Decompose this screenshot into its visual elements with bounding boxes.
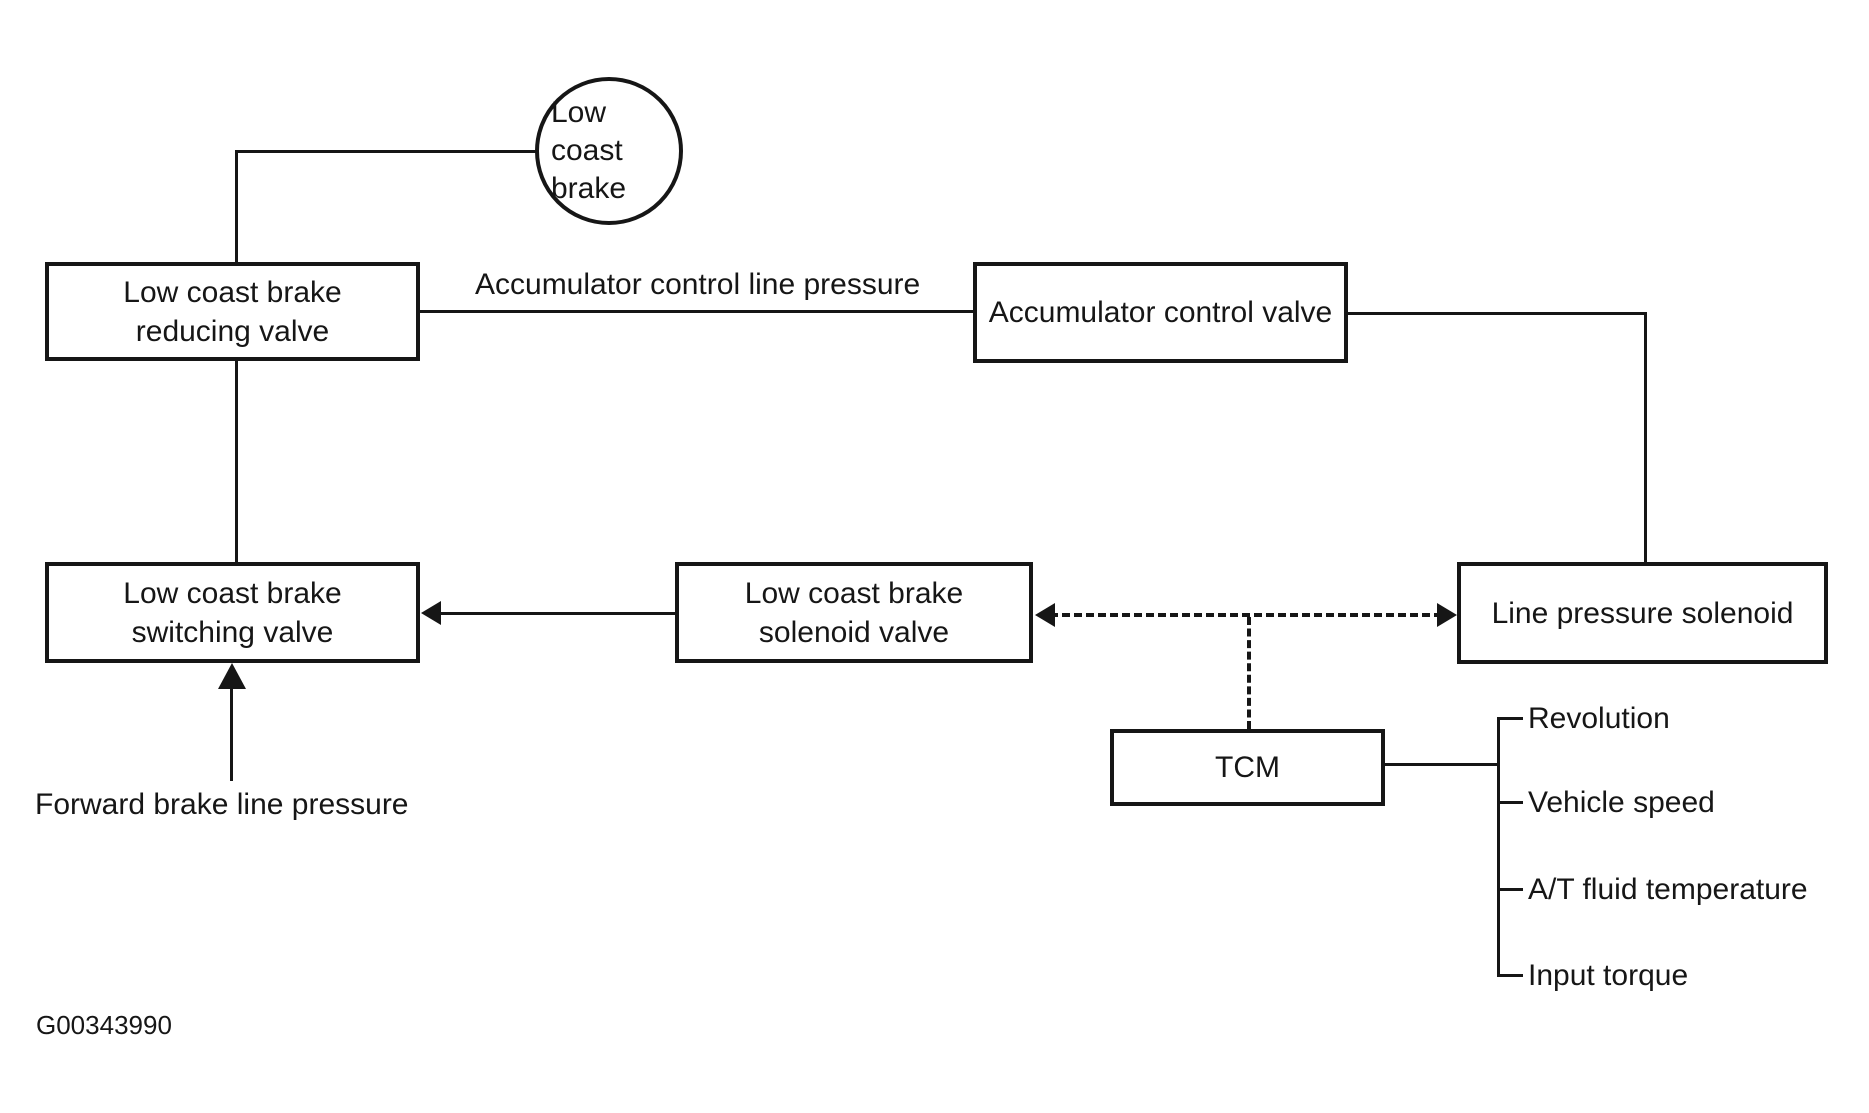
- connector-corner-to-reducing-valve: [235, 150, 238, 264]
- tcm-input-revolution: Revolution: [1528, 702, 1670, 735]
- node-low-coast-brake-label: Low coast brake: [551, 96, 627, 205]
- node-line-pressure-solenoid-label: Line pressure solenoid: [1491, 596, 1794, 630]
- node-line-pressure-solenoid: Line pressure solenoid: [1457, 562, 1828, 664]
- node-accumulator-control-valve: Accumulator control valve: [973, 262, 1348, 363]
- connector-reducing-to-switching-valve: [235, 359, 238, 564]
- dashed-arrowhead-left-icon: [1035, 603, 1055, 627]
- node-tcm-label: TCM: [1215, 751, 1280, 784]
- connector-down-to-line-pressure-solenoid: [1644, 312, 1647, 564]
- dashed-connector-solenoids: [1050, 613, 1442, 617]
- tick-revolution: [1497, 717, 1523, 720]
- node-switching-valve: Low coast brake switching valve: [45, 562, 420, 663]
- tcm-input-bracket: [1497, 717, 1500, 977]
- node-tcm: TCM: [1110, 729, 1385, 806]
- connector-accumulator-valve-right: [1346, 312, 1647, 315]
- figure-id: G00343990: [36, 1010, 172, 1040]
- arrowhead-up-icon: [218, 663, 246, 689]
- connector-circle-to-corner: [236, 150, 537, 153]
- node-accumulator-control-valve-label: Accumulator control valve: [988, 296, 1333, 329]
- tcm-input-input-torque: Input torque: [1528, 959, 1689, 992]
- tcm-input-vehicle-speed: Vehicle speed: [1528, 786, 1715, 819]
- tick-input-torque: [1497, 974, 1523, 977]
- arrowhead-left-icon: [421, 601, 441, 625]
- tick-at-fluid-temperature: [1497, 888, 1523, 891]
- tcm-input-at-fluid-temperature: A/T fluid temperature: [1528, 873, 1808, 906]
- dashed-connector-tcm: [1247, 617, 1251, 729]
- node-switching-valve-label: Low coast brake switching valve: [123, 576, 342, 649]
- connector-reducing-to-accumulator-valve: [418, 310, 975, 313]
- node-solenoid-valve-label: Low coast brake solenoid valve: [744, 576, 964, 649]
- node-reducing-valve: Low coast brake reducing valve: [45, 262, 420, 361]
- dashed-arrowhead-right-icon: [1437, 603, 1457, 627]
- label-forward-brake-line-pressure: Forward brake line pressure: [35, 788, 409, 821]
- connector-tcm-to-bracket: [1385, 763, 1499, 766]
- tick-vehicle-speed: [1497, 801, 1523, 804]
- connector-solenoid-to-switching-shaft: [438, 612, 677, 615]
- connector-forward-brake-shaft: [230, 686, 233, 781]
- node-low-coast-brake: Low coast brake: [535, 77, 683, 225]
- label-accumulator-control-line-pressure: Accumulator control line pressure: [475, 268, 921, 301]
- node-reducing-valve-label: Low coast brake reducing valve: [123, 275, 342, 348]
- node-solenoid-valve: Low coast brake solenoid valve: [675, 562, 1033, 663]
